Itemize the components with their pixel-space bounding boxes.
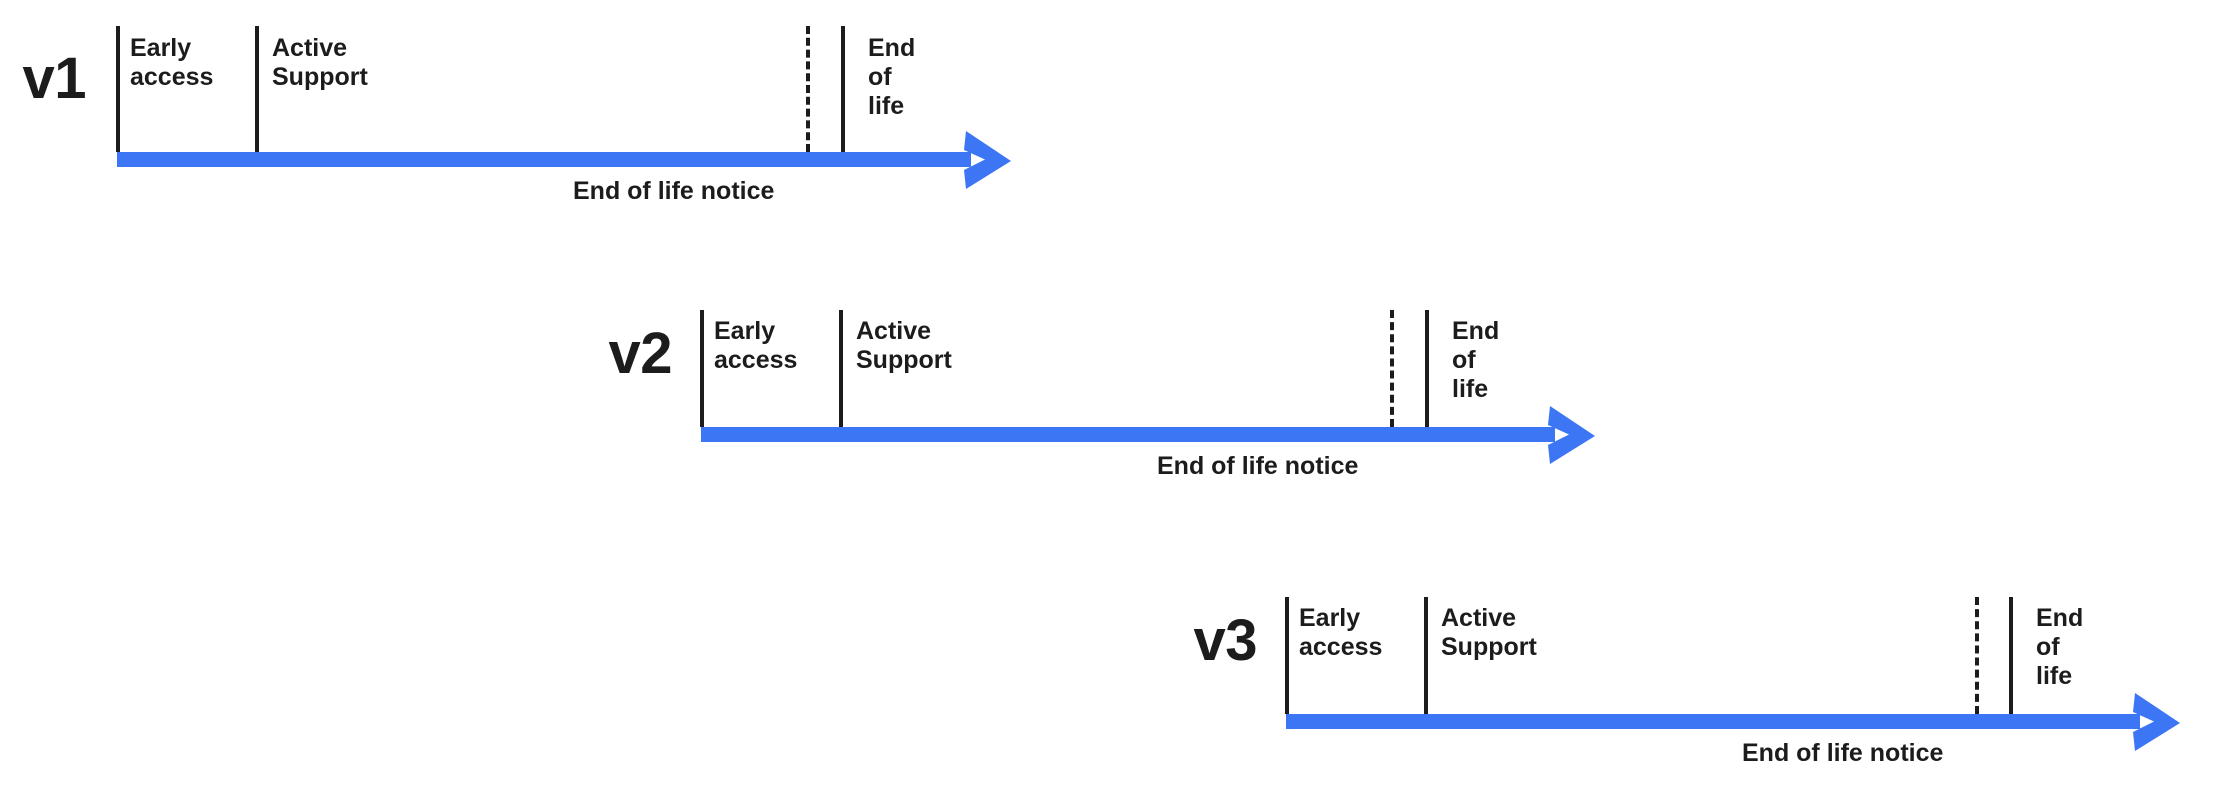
phase-label-early-access-v3: Early access: [1299, 604, 1383, 661]
phase-label-active-support-v3: Active Support: [1441, 604, 1537, 661]
notice-label-v1: End of life notice: [573, 177, 775, 205]
arrow-right-icon-v2: [1548, 406, 1595, 464]
phase-label-early-access-v1: Early access: [130, 34, 214, 91]
divider-tick-early-access-start-v3: [1285, 597, 1289, 714]
phase-label-early-access-v2: Early access: [714, 317, 798, 374]
notice-label-v3: End of life notice: [1742, 739, 1944, 767]
lifecycle-bar-v2: [701, 427, 1555, 442]
divider-tick-active-support-start-v3: [1424, 597, 1428, 714]
arrow-right-icon-v3: [2133, 693, 2180, 751]
divider-tick-end-of-life-notice-v2: [1390, 310, 1394, 427]
notice-label-v2: End of life notice: [1157, 452, 1359, 480]
phase-label-active-support-v1: Active Support: [272, 34, 368, 91]
phase-label-active-support-v2: Active Support: [856, 317, 952, 374]
phase-label-end-of-life-v2: End of life: [1452, 317, 1500, 403]
phase-label-end-of-life-v3: End of life: [2036, 604, 2084, 690]
version-label-v2: v2: [608, 321, 672, 386]
version-label-v3: v3: [1193, 608, 1257, 673]
divider-tick-active-support-start-v1: [255, 26, 259, 152]
divider-tick-active-support-start-v2: [839, 310, 843, 427]
divider-tick-end-of-life-notice-v3: [1975, 597, 1979, 714]
divider-tick-early-access-start-v1: [116, 26, 120, 152]
divider-tick-early-access-start-v2: [700, 310, 704, 427]
phase-label-end-of-life-v1: End of life: [868, 34, 916, 120]
divider-tick-end-of-life-start-v3: [2009, 597, 2013, 714]
arrow-right-icon-v1: [964, 131, 1011, 189]
version-label-v1: v1: [22, 46, 86, 111]
divider-tick-end-of-life-notice-v1: [806, 26, 810, 152]
divider-tick-end-of-life-start-v1: [841, 26, 845, 152]
divider-tick-end-of-life-start-v2: [1425, 310, 1429, 427]
lifecycle-bar-v3: [1286, 714, 2140, 729]
lifecycle-bar-v1: [117, 152, 971, 167]
